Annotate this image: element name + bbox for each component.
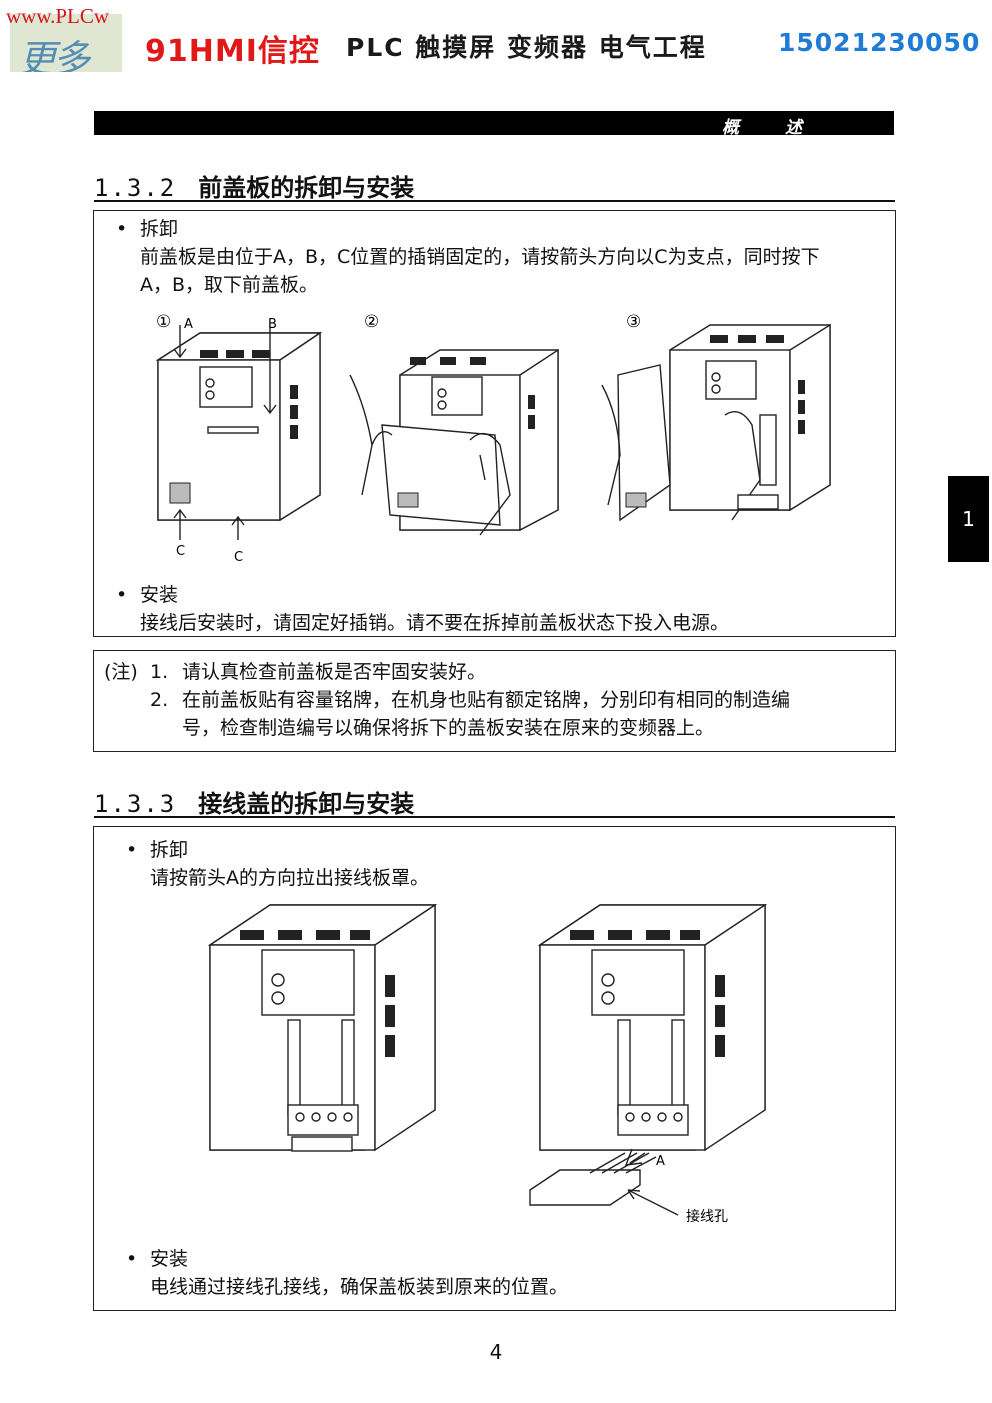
pull-arrow-label: A [656,1154,665,1169]
note-text: 在前盖板贴有容量铭牌，在机身也贴有额定铭牌，分别印有相同的制造编 [182,689,791,711]
logo: 更多 [10,14,122,72]
logo-graphic: 更多 [18,37,90,72]
arrow-label-c: C [234,550,243,565]
inverter-step-3 [601,323,831,522]
install-text: 电线通过接线孔接线，确保盖板装到原来的位置。 [150,1276,569,1298]
note-number: 1. [150,661,169,683]
logo-url: www.PLCw [6,4,110,28]
page-number: 4 [489,1340,503,1364]
install-label: 安装 [150,1248,189,1270]
section-rule [94,200,895,202]
remove-text-line: A，B，取下前盖板。 [140,274,319,296]
section-133-box [93,826,896,1311]
terminal-cover [529,1148,657,1206]
note-text: 号，检查制造编号以确保将拆下的盖板安装在原来的变频器上。 [182,717,715,739]
front-cover-removal-figure: ① A B C C ② ③ [155,312,831,565]
bullet: • [116,218,128,240]
remove-text: 请按箭头A的方向拉出接线板罩。 [150,867,429,889]
arrow-label-b: B [268,317,277,332]
chapter-bar: 概述 [94,111,894,138]
terminal-cover-removal-figure: A 接线孔 [207,903,768,1225]
step-label: ① [156,312,171,332]
note-text: 请认真检查前盖板是否牢固安装好。 [182,661,487,683]
install-text: 接线后安装时，请固定好插销。请不要在拆掉前盖板状态下投入电源。 [140,612,730,634]
arrow-label-c: C [176,544,185,559]
chapter-title: 概述 [722,118,848,138]
inverter-step-2 [349,348,559,536]
notes-box [93,650,896,752]
remove-label: 拆卸 [150,839,189,861]
section-132-box [93,210,896,637]
section-title: 前盖板的拆卸与安装 [198,174,415,202]
section-heading-132: 1.3.2 前盖板的拆卸与安装 [94,168,414,203]
wiring-hole-label: 接线孔 [686,1208,728,1225]
note-number: 2. [150,689,169,711]
bullet: • [126,1248,138,1270]
bullet: • [126,839,138,861]
chapter-tab: 1 [948,476,989,562]
chapter-tab-number: 1 [962,507,975,531]
remove-label: 拆卸 [140,218,179,240]
brand-tagline: PLC 触摸屏 变频器 电气工程 [346,33,707,62]
install-label: 安装 [140,584,179,606]
section-rule [94,816,895,818]
section-number: 1.3.3 [94,790,177,818]
section-number: 1.3.2 [94,174,177,202]
phone-number: 15021230050 [778,28,981,57]
brand-name: 91HMI信控 [145,34,320,69]
remove-text-line: 前盖板是由位于A，B，C位置的插销固定的，请按箭头方向以C为支点，同时按下 [140,246,820,268]
inverter-with-cover [207,903,438,1152]
inverter-step-1 [155,325,323,540]
arrow-label-a: A [184,317,193,332]
section-heading-133: 1.3.3 接线盖的拆卸与安装 [94,784,414,819]
notes-prefix: (注) [104,661,138,683]
inverter-cover-removed [537,903,768,1152]
step-label: ③ [626,312,641,332]
section-title: 接线盖的拆卸与安装 [198,790,415,818]
bullet: • [116,584,128,606]
step-label: ② [364,312,379,332]
